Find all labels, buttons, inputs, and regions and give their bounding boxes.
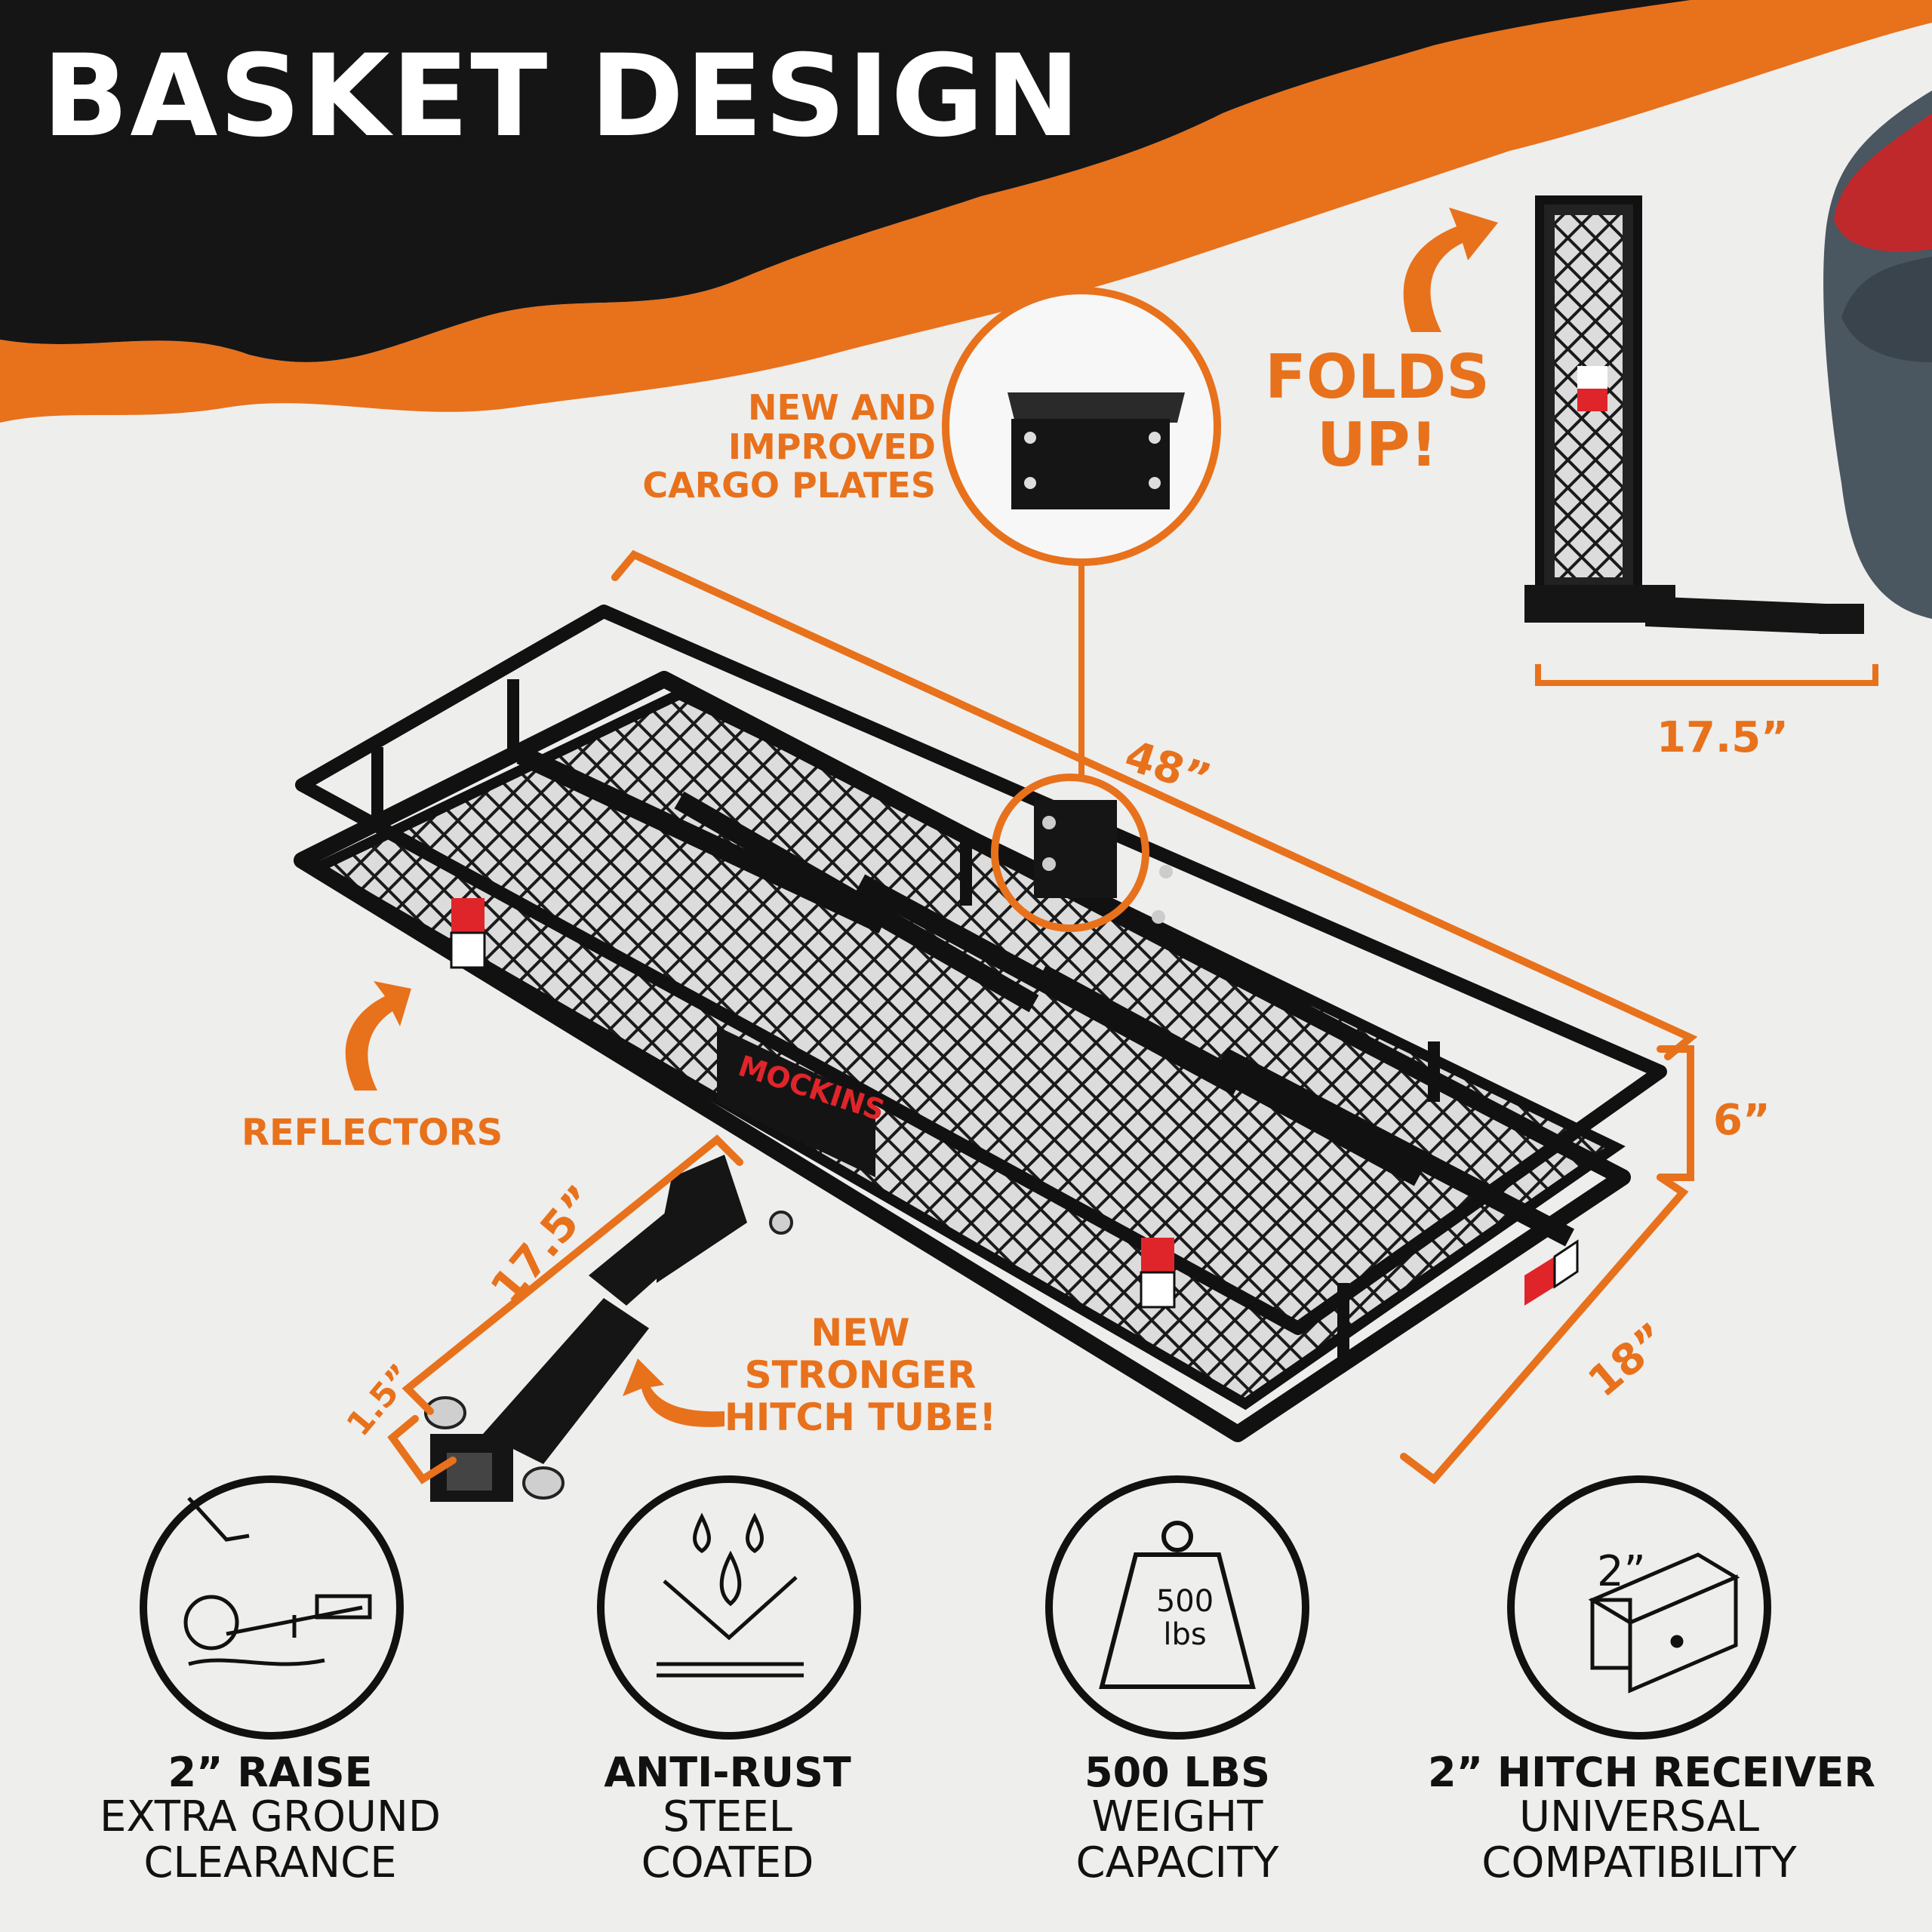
- feature-line: COATED: [641, 1838, 814, 1887]
- feature-title: 500 LBS: [1084, 1749, 1270, 1796]
- dim-line-tube: [401, 1134, 743, 1415]
- callout-arrows: [345, 208, 1498, 1427]
- reflectors-arrow: [345, 981, 411, 1091]
- feature-hitch-receiver: 2” HITCH RECEIVER UNIVERSAL COMPATIBILIT…: [1428, 1749, 1875, 1887]
- water-drops-glyph: [657, 1512, 804, 1678]
- feature-line: WEIGHT: [1091, 1792, 1263, 1842]
- feature-line: UNIVERSAL: [1518, 1792, 1760, 1842]
- receiver-glyph: [1588, 1552, 1740, 1694]
- feature-title: 2” RAISE: [168, 1749, 373, 1796]
- feature-line: CLEARANCE: [143, 1838, 397, 1887]
- dimension-height-label: 6”: [1713, 1096, 1770, 1145]
- reflectors: [450, 898, 1579, 1309]
- feature-line: COMPATIBILITY: [1481, 1838, 1797, 1887]
- zoom-target-circle: [991, 774, 1149, 932]
- dim-line-rise: [387, 1415, 457, 1484]
- feature-icons: [140, 1475, 1771, 1740]
- dimension-folded-depth-label: 17.5”: [1657, 713, 1789, 762]
- basket-top-rail: [295, 605, 1667, 1335]
- car-raise-icon: [140, 1475, 404, 1740]
- page-title: BASKET DESIGN: [42, 31, 1082, 162]
- cargo-plate-detail: [1008, 392, 1185, 509]
- receiver-size-label: 2”: [1597, 1547, 1646, 1596]
- weight-icon: [1045, 1475, 1309, 1740]
- basket-mesh-floor: [306, 688, 1626, 1411]
- vehicle-rear: [1823, 91, 1932, 619]
- basket-lower-frame: [294, 671, 1631, 1442]
- weight-icon-label: 500 lbs: [1155, 1584, 1214, 1652]
- folded-carrier: [1524, 195, 1864, 634]
- basket-cross-bars: [516, 746, 1575, 1247]
- feature-raise: 2” RAISE EXTRA GROUND CLEARANCE: [59, 1749, 481, 1887]
- hitch-tube-arrow: [623, 1358, 724, 1427]
- feature-title: 2” HITCH RECEIVER: [1428, 1749, 1875, 1796]
- zoom-target-plate: [1034, 800, 1173, 924]
- hitch-tube: [424, 1155, 793, 1502]
- folds-up-callout: FOLDS UP!: [1265, 342, 1490, 480]
- car-raise-glyph: [183, 1497, 372, 1666]
- cargo-plates-callout: NEW AND IMPROVED CARGO PLATES: [642, 387, 936, 506]
- dim-line-18: [1400, 1174, 1689, 1484]
- feature-line: STEEL: [663, 1792, 792, 1842]
- water-drops-icon: [597, 1475, 861, 1740]
- feature-anti-rust: ANTI-RUST STEEL COATED: [516, 1749, 939, 1887]
- basket-uprights: [371, 679, 1440, 1358]
- feature-weight-capacity: 500 LBS WEIGHT CAPACITY: [966, 1749, 1389, 1887]
- center-mount-plate: [717, 1026, 875, 1177]
- folds-up-arrow: [1403, 208, 1498, 332]
- feature-line: CAPACITY: [1075, 1838, 1279, 1887]
- weight-glyph: [1099, 1521, 1256, 1689]
- feature-title: ANTI-RUST: [604, 1749, 851, 1796]
- dim-line-6: [1657, 1045, 1694, 1181]
- dim-line-folded: [1535, 664, 1878, 686]
- dimension-lines: [387, 549, 1698, 1484]
- hitch-receiver-icon: [1507, 1475, 1771, 1740]
- reflectors-callout: REFLECTORS: [242, 1112, 503, 1154]
- hitch-tube-callout: NEW STRONGER HITCH TUBE!: [724, 1311, 997, 1439]
- feature-line: EXTRA GROUND: [99, 1792, 441, 1842]
